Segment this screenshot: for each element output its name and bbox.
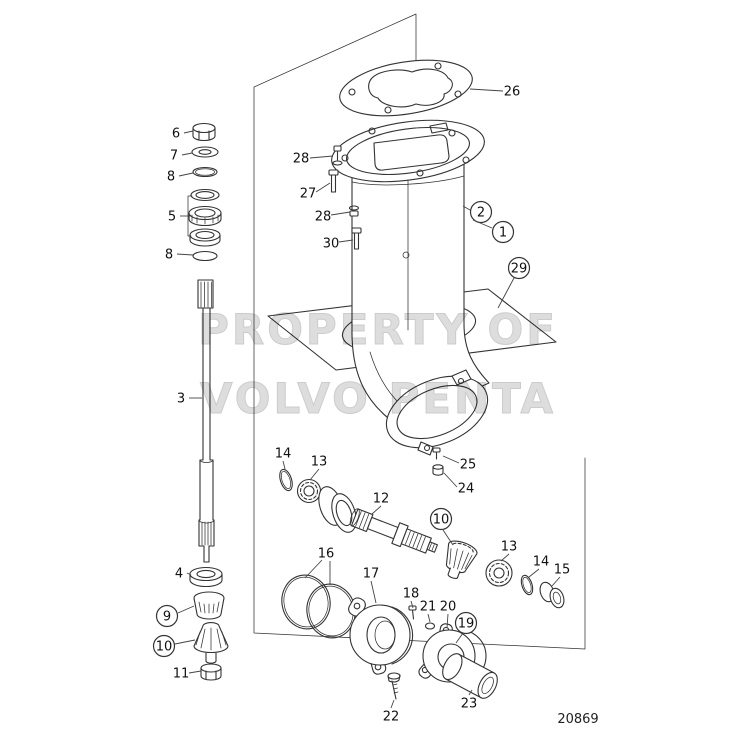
svg-text:19: 19 [458,617,475,632]
svg-text:4: 4 [175,567,183,582]
svg-text:12: 12 [373,492,390,507]
svg-text:16: 16 [318,547,335,562]
svg-text:28: 28 [315,210,332,225]
svg-text:23: 23 [461,697,478,712]
svg-text:28: 28 [293,152,310,167]
svg-text:24: 24 [458,482,475,497]
callout-22: 22 [383,699,400,725]
callout-28: 28 [315,210,351,225]
svg-text:25: 25 [460,458,477,473]
svg-text:1: 1 [499,226,507,241]
callout-24: 24 [443,472,475,497]
callout-8: 8 [165,248,194,263]
bearing-housing [348,597,436,700]
svg-text:14: 14 [533,555,550,570]
svg-text:22: 22 [383,710,400,725]
callout-14: 14 [275,447,292,470]
top-gasket [339,59,473,117]
callout-25: 25 [442,455,477,473]
vertical-shaft-assembly [187,122,229,681]
svg-text:15: 15 [554,563,571,578]
callout-4: 4 [175,567,192,582]
callout-10: 10 [152,634,196,658]
callout-27: 27 [300,182,331,202]
svg-text:17: 17 [363,567,380,582]
upper-gear-housing [331,119,490,456]
svg-text:26: 26 [504,85,521,100]
mounting-bolts [328,145,362,250]
svg-text:30: 30 [323,237,340,252]
callout-15: 15 [551,563,571,587]
callout-3: 3 [177,392,202,407]
callout-14: 14 [528,555,550,578]
svg-text:27: 27 [300,187,317,202]
svg-text:2: 2 [477,206,485,221]
end-cover-and-bushing [418,623,498,699]
svg-text:5: 5 [168,210,176,225]
svg-text:8: 8 [165,248,173,263]
callout-1: 1 [472,219,515,244]
svg-text:11: 11 [173,667,190,682]
callout-17: 17 [363,567,380,604]
svg-text:21: 21 [420,600,437,615]
svg-text:13: 13 [311,455,328,470]
svg-text:9: 9 [163,610,171,625]
callout-21: 21 [420,600,437,623]
svg-text:8: 8 [167,170,175,185]
drawing-number: 20869 [557,712,598,727]
callout-28: 28 [293,152,334,167]
callout-11: 11 [173,667,202,682]
svg-text:29: 29 [511,262,528,277]
svg-text:18: 18 [403,587,420,602]
pinion-shaft-assembly [279,468,565,609]
watermark-line-2: VOLVO PENTA [200,374,556,423]
callout-13: 13 [500,540,518,562]
callout-9: 9 [155,604,195,628]
callout-12: 12 [371,492,390,515]
callout-19: 19 [454,611,478,644]
svg-text:20: 20 [440,600,457,615]
callout-26: 26 [469,85,521,100]
svg-text:10: 10 [156,640,173,655]
callout-2: 2 [462,200,493,224]
svg-text:10: 10 [433,513,450,528]
callout-18: 18 [403,587,420,609]
callout-29: 29 [497,256,531,309]
svg-text:6: 6 [172,127,180,142]
perspective-frame [253,13,586,650]
watermark-line-1: PROPERTY OF [198,305,558,354]
callout-6: 6 [172,127,194,142]
callout-13: 13 [309,455,328,481]
callout-16: 16 [318,547,335,562]
callouts-layer: 26 28 27 21 28 30 29 6 7 8 5 8 3 14 13 25 24 12 10 13 14 15 4 9… [152,85,571,725]
callout-10: 10 [429,507,454,546]
callout-7: 7 [170,149,193,164]
svg-text:7: 7 [170,149,178,164]
callout-5: 5 [168,210,188,225]
callout-30: 30 [323,237,354,252]
o-rings [281,559,356,639]
svg-text:14: 14 [275,447,292,462]
anode-screw-and-cap [432,447,444,476]
svg-text:13: 13 [501,540,518,555]
svg-text:3: 3 [177,392,185,407]
callout-8: 8 [167,170,194,185]
callout-23: 23 [461,689,478,712]
callout-20: 20 [440,600,457,629]
